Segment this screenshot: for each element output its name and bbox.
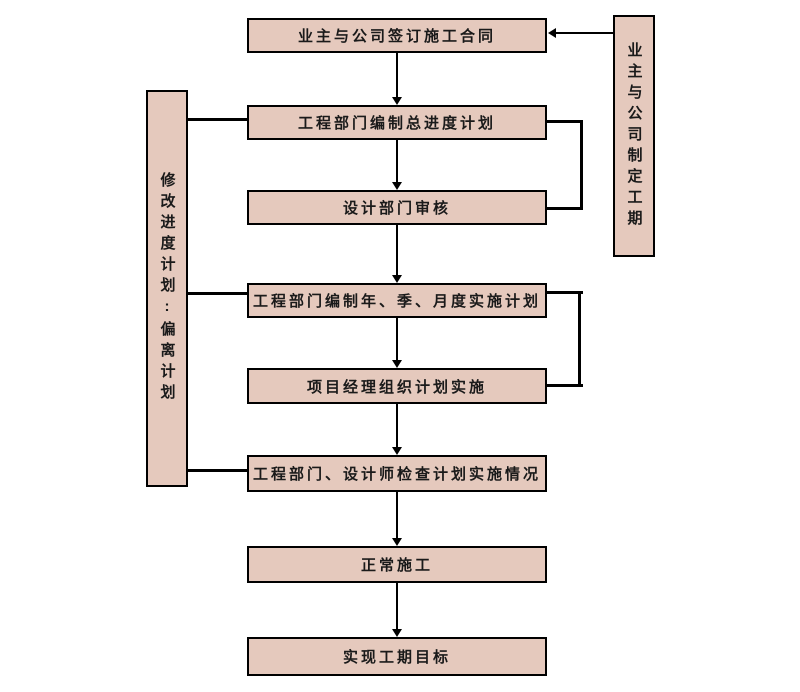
arrow-line-5 — [396, 404, 398, 447]
feedback-bracket-2-bottom — [547, 384, 583, 387]
feedback-bracket-1-side — [580, 120, 583, 210]
arrow-head-down-3 — [392, 275, 402, 283]
arrow-line-6 — [396, 492, 398, 538]
flow-box-achieve-goal: 实现工期目标 — [247, 637, 547, 676]
flow-box-master-schedule: 工程部门编制总进度计划 — [247, 105, 547, 140]
arrow-line-4 — [396, 318, 398, 360]
flow-box-normal-construction: 正常施工 — [247, 546, 547, 583]
flow-box-revise-plan: 修改进度计划:偏离计划 — [146, 90, 188, 487]
arrow-head-down-1 — [392, 97, 402, 105]
flow-box-pm-organize: 项目经理组织计划实施 — [247, 368, 547, 404]
arrow-line-2 — [396, 140, 398, 182]
revise-connector-1 — [188, 118, 247, 121]
arrow-head-left — [548, 28, 556, 38]
arrow-line-from-set-duration — [555, 32, 613, 34]
feedback-bracket-2-side — [578, 291, 581, 387]
arrow-head-down-6 — [392, 538, 402, 546]
arrow-line-7 — [396, 583, 398, 629]
arrow-head-down-2 — [392, 182, 402, 190]
revise-connector-3 — [188, 469, 247, 472]
flow-box-inspection: 工程部门、设计师检查计划实施情况 — [247, 455, 547, 492]
flow-box-implementation-plans: 工程部门编制年、季、月度实施计划 — [247, 283, 547, 318]
flow-box-design-review: 设计部门审核 — [247, 190, 547, 225]
arrow-head-down-4 — [392, 360, 402, 368]
flow-box-set-duration: 业主与公司制定工期 — [613, 15, 655, 257]
flow-box-sign-contract: 业主与公司签订施工合同 — [247, 18, 547, 53]
set-duration-label: 业主与公司制定工期 — [625, 41, 643, 231]
arrow-head-down-7 — [392, 629, 402, 637]
arrow-line-1 — [396, 53, 398, 97]
feedback-bracket-1-bottom — [547, 207, 583, 210]
arrow-head-down-5 — [392, 447, 402, 455]
revise-plan-label: 修改进度计划:偏离计划 — [158, 172, 176, 405]
revise-connector-2 — [188, 292, 247, 295]
feedback-bracket-1-top — [547, 120, 583, 123]
feedback-bracket-2-top — [547, 291, 583, 294]
arrow-line-3 — [396, 225, 398, 275]
